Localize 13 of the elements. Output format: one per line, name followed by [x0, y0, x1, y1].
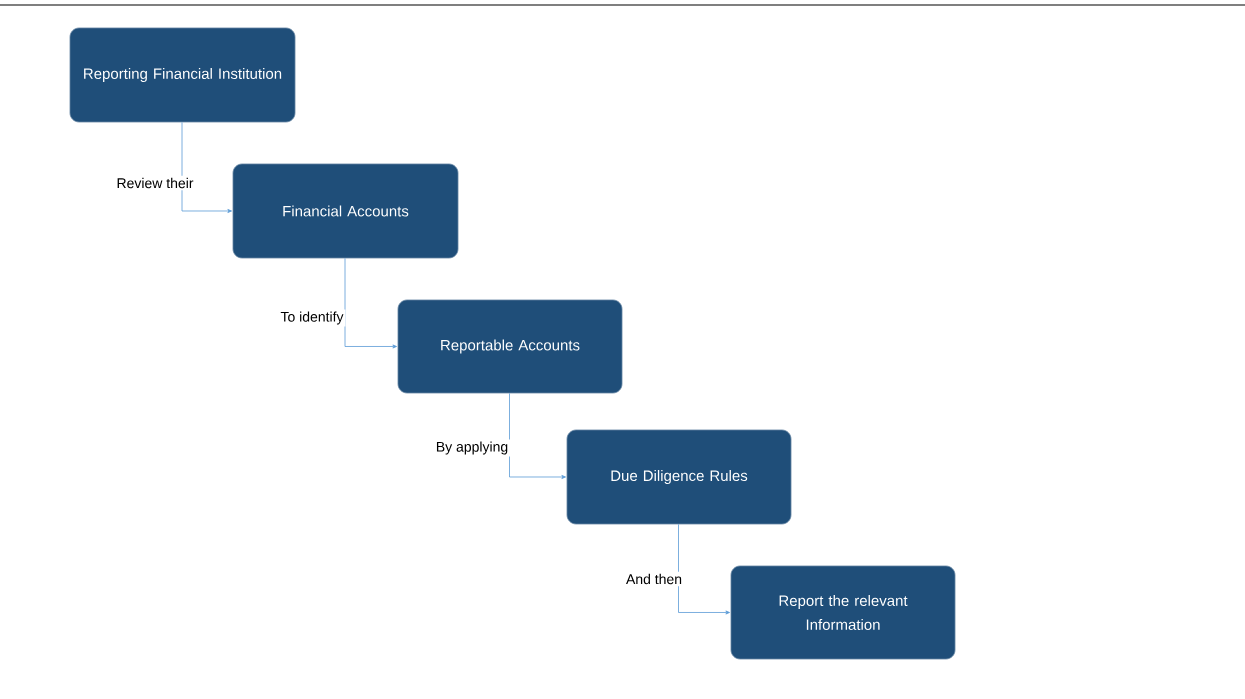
- arrow: [181, 122, 232, 213]
- arrow: [509, 393, 566, 479]
- edge-label: By applying: [433, 439, 511, 457]
- edge-label: To identify: [278, 309, 346, 327]
- arrow: [344, 258, 397, 349]
- edge-label: Review their: [114, 175, 196, 191]
- process-box: Report the relevant Information: [730, 565, 956, 660]
- process-box: Reporting Financial Institution: [69, 27, 296, 123]
- process-box: Reportable Accounts: [397, 299, 623, 394]
- arrow: [678, 524, 730, 615]
- edge-label: And then: [624, 571, 685, 587]
- process-box: Due Diligence Rules: [566, 429, 792, 525]
- process-box: Financial Accounts: [232, 163, 459, 259]
